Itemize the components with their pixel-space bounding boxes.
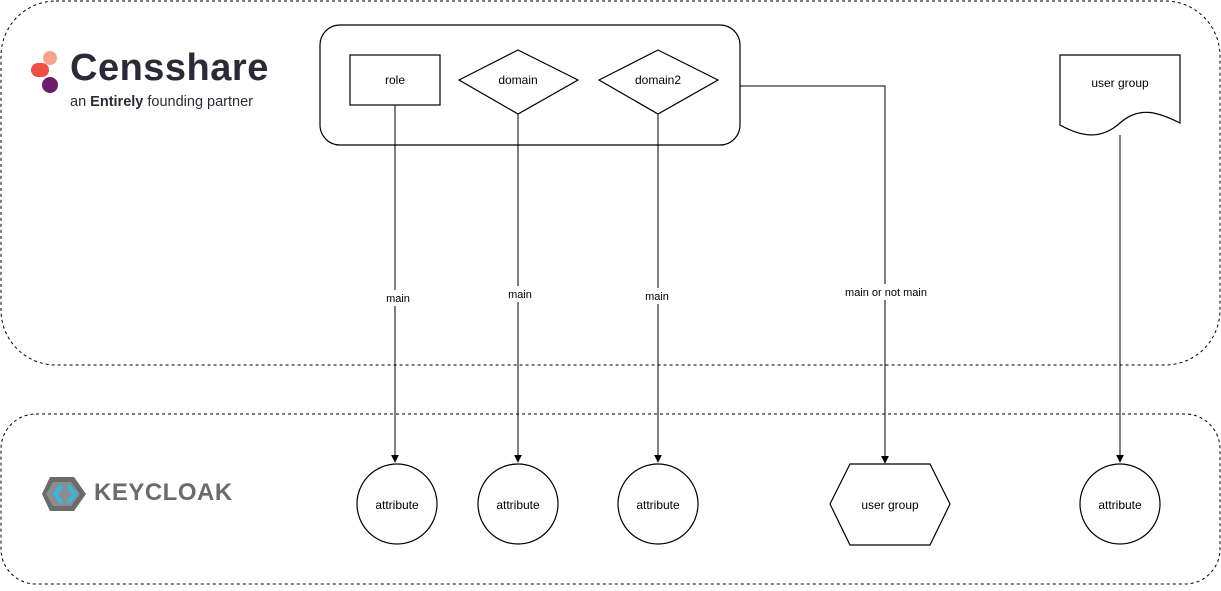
node-attribute-3-label: attribute <box>636 498 680 512</box>
tagline-bold: Entirely <box>90 94 144 110</box>
node-role-label: role <box>385 73 405 87</box>
censhare-tagline: an Entirely founding partner <box>70 94 253 110</box>
node-attribute-3 <box>617 463 699 545</box>
node-user-group-target-label: user group <box>861 498 919 512</box>
node-domain-label: domain <box>498 73 537 87</box>
node-role <box>349 54 441 106</box>
censhare-container <box>0 0 1221 366</box>
node-attribute-2 <box>477 463 559 545</box>
keycloak-logo: KEYCLOAK <box>40 474 240 514</box>
node-attribute-4 <box>1079 463 1161 545</box>
keycloak-container <box>0 413 1221 585</box>
edge-label-role: main <box>386 293 410 305</box>
edge-label-group: main or not main <box>845 287 927 299</box>
censhare-mark-icon <box>31 51 58 93</box>
edge-group-to-user-group <box>740 85 889 464</box>
node-attribute-1 <box>356 463 438 545</box>
node-user-group-source <box>1059 54 1181 136</box>
node-domain2-label: domain2 <box>635 73 681 87</box>
keycloak-mark-icon <box>42 477 86 511</box>
edge-label-domain2: main <box>645 291 669 303</box>
node-user-group-source-label: user group <box>1091 76 1149 90</box>
censhare-wordmark: Censshare <box>70 47 269 89</box>
censhare-logo: Censshare an Entirely founding partner <box>28 47 268 118</box>
tagline-suffix: founding partner <box>147 94 253 110</box>
node-attribute-2-label: attribute <box>496 498 540 512</box>
tagline-prefix: an <box>70 94 87 110</box>
keycloak-wordmark: KEYCLOAK <box>94 479 233 506</box>
node-attribute-4-label: attribute <box>1098 498 1142 512</box>
edge-label-domain: main <box>508 289 532 301</box>
node-attribute-1-label: attribute <box>375 498 419 512</box>
node-user-group-target <box>829 463 951 546</box>
